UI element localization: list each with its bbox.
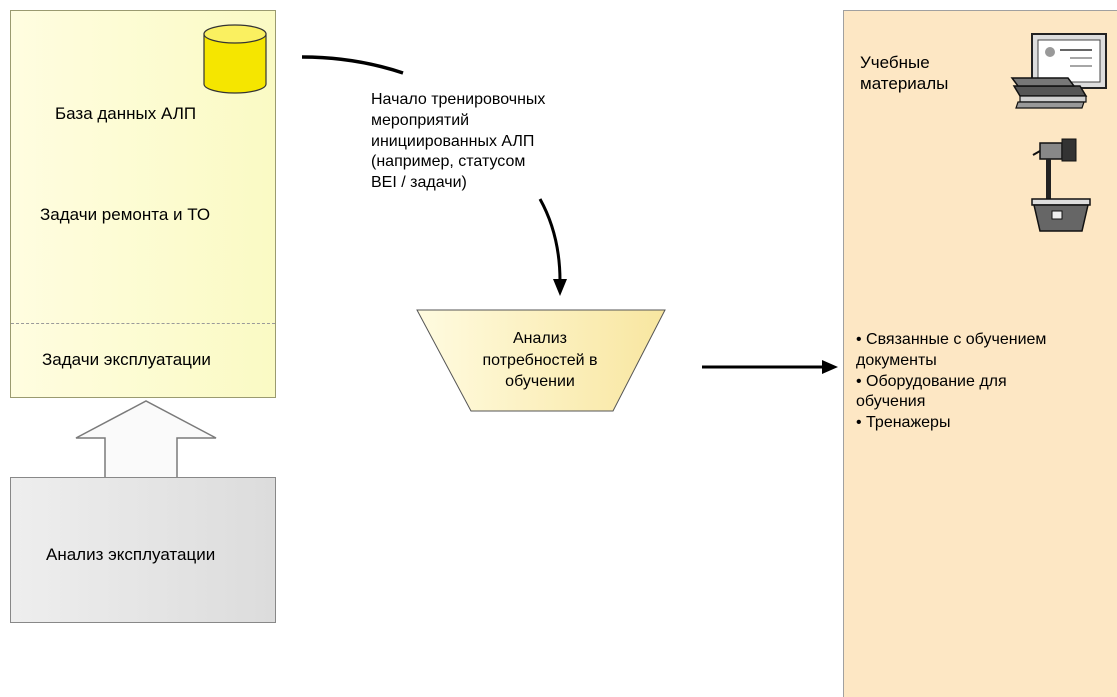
tna-line: потребностей в <box>482 351 598 369</box>
materials-list-line: обучения <box>856 393 926 411</box>
training-needs-funnel <box>416 309 666 412</box>
materials-list-line: • Связанные с обучением <box>856 331 1047 348</box>
materials-title-line: материалы <box>860 74 949 94</box>
materials-title: Учебные материалы <box>860 52 948 95</box>
panel-divider <box>11 323 275 324</box>
note-line: BEI / задачи) <box>371 174 467 192</box>
down-arrow <box>538 198 567 296</box>
materials-list: • Связанные с обучением документы • Обор… <box>856 330 1114 434</box>
operation-tasks-label: Задачи эксплуатации <box>42 350 211 369</box>
operations-analysis-box <box>10 477 276 623</box>
note-line: (например, статусом <box>371 153 526 171</box>
right-arrow <box>702 360 838 374</box>
certificate-books-icon <box>1010 33 1107 109</box>
note-line: инициированных АЛП <box>371 132 535 150</box>
materials-title-line: Учебные <box>860 53 930 72</box>
tna-line: обучении <box>505 373 575 391</box>
initiation-note: Начало тренировочных мероприятий инициир… <box>371 90 611 194</box>
maintenance-tasks-label: Задачи ремонта и ТО <box>40 205 211 224</box>
curve-line <box>301 55 404 75</box>
note-line: мероприятий <box>371 111 470 129</box>
materials-list-line: • Тренажеры <box>856 414 951 432</box>
materials-list-line: • Оборудование для <box>856 372 1007 390</box>
materials-list-line: документы <box>856 351 937 369</box>
database-label: База данных АЛП <box>55 104 197 123</box>
training-materials-panel <box>843 10 1117 697</box>
note-line: Начало тренировочных <box>371 91 546 108</box>
overhead-projector-icon <box>1031 138 1091 232</box>
training-needs-label: Анализ потребностей в обучении <box>470 328 610 393</box>
database-cylinder-icon <box>203 24 267 94</box>
operations-analysis-label: Анализ эксплуатации <box>46 545 216 564</box>
tna-line: Анализ <box>512 330 567 347</box>
up-arrow-icon <box>75 400 217 480</box>
